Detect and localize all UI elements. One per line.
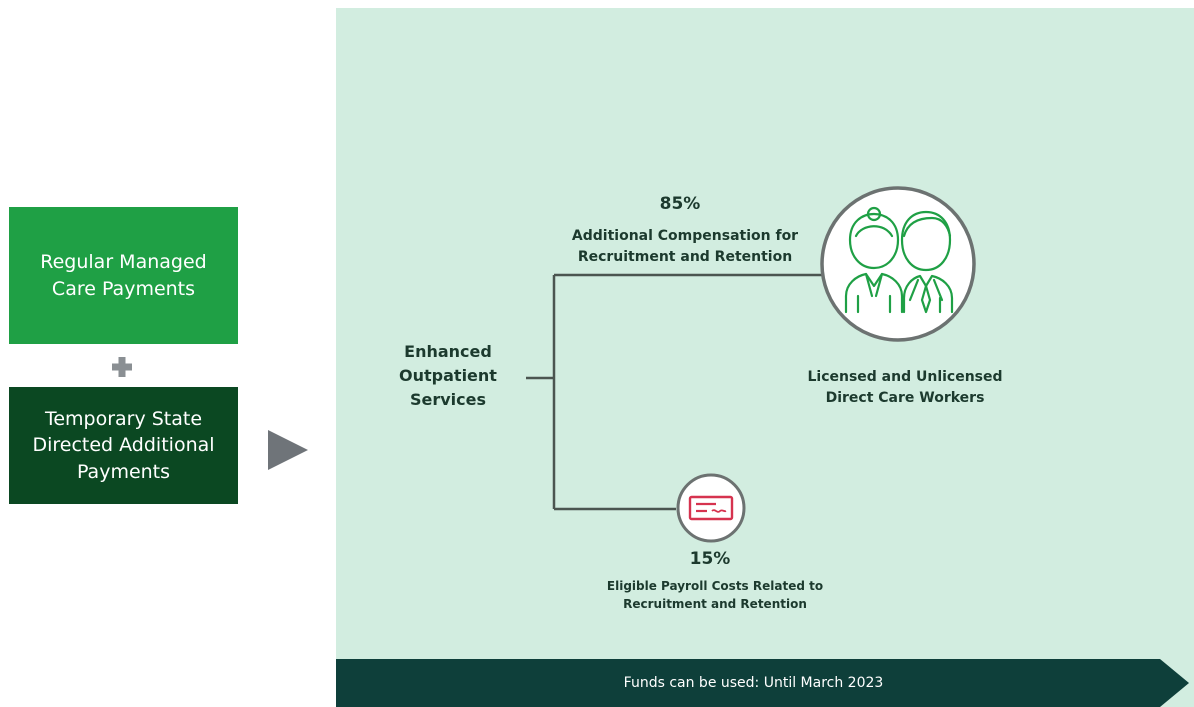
plus-icon [112,357,132,377]
payroll-check-icon [676,473,746,543]
top-branch-percent: 85% [659,194,701,214]
source-label: Enhanced Outpatient Services [399,342,497,409]
funding-panel [336,8,1194,707]
footer-banner [336,659,1189,707]
top-branch-description: Additional Compensation for Recruitment … [571,228,799,265]
workers-label: Licensed and Unlicensed Direct Care Work… [807,369,1003,406]
arrow-right-icon [268,430,308,470]
bottom-branch-percent: 15% [689,549,731,569]
direct-care-workers-icon [820,186,976,342]
regular-managed-care-payments-box: Regular Managed Care Payments [9,207,238,344]
bottom-branch-description: Eligible Payroll Costs Related to Recrui… [606,579,824,611]
footer-text: Funds can be used: Until March 2023 [623,675,884,691]
temporary-state-directed-payments-box: Temporary State Directed Additional Paym… [9,387,238,504]
branch-connectors [526,273,822,511]
